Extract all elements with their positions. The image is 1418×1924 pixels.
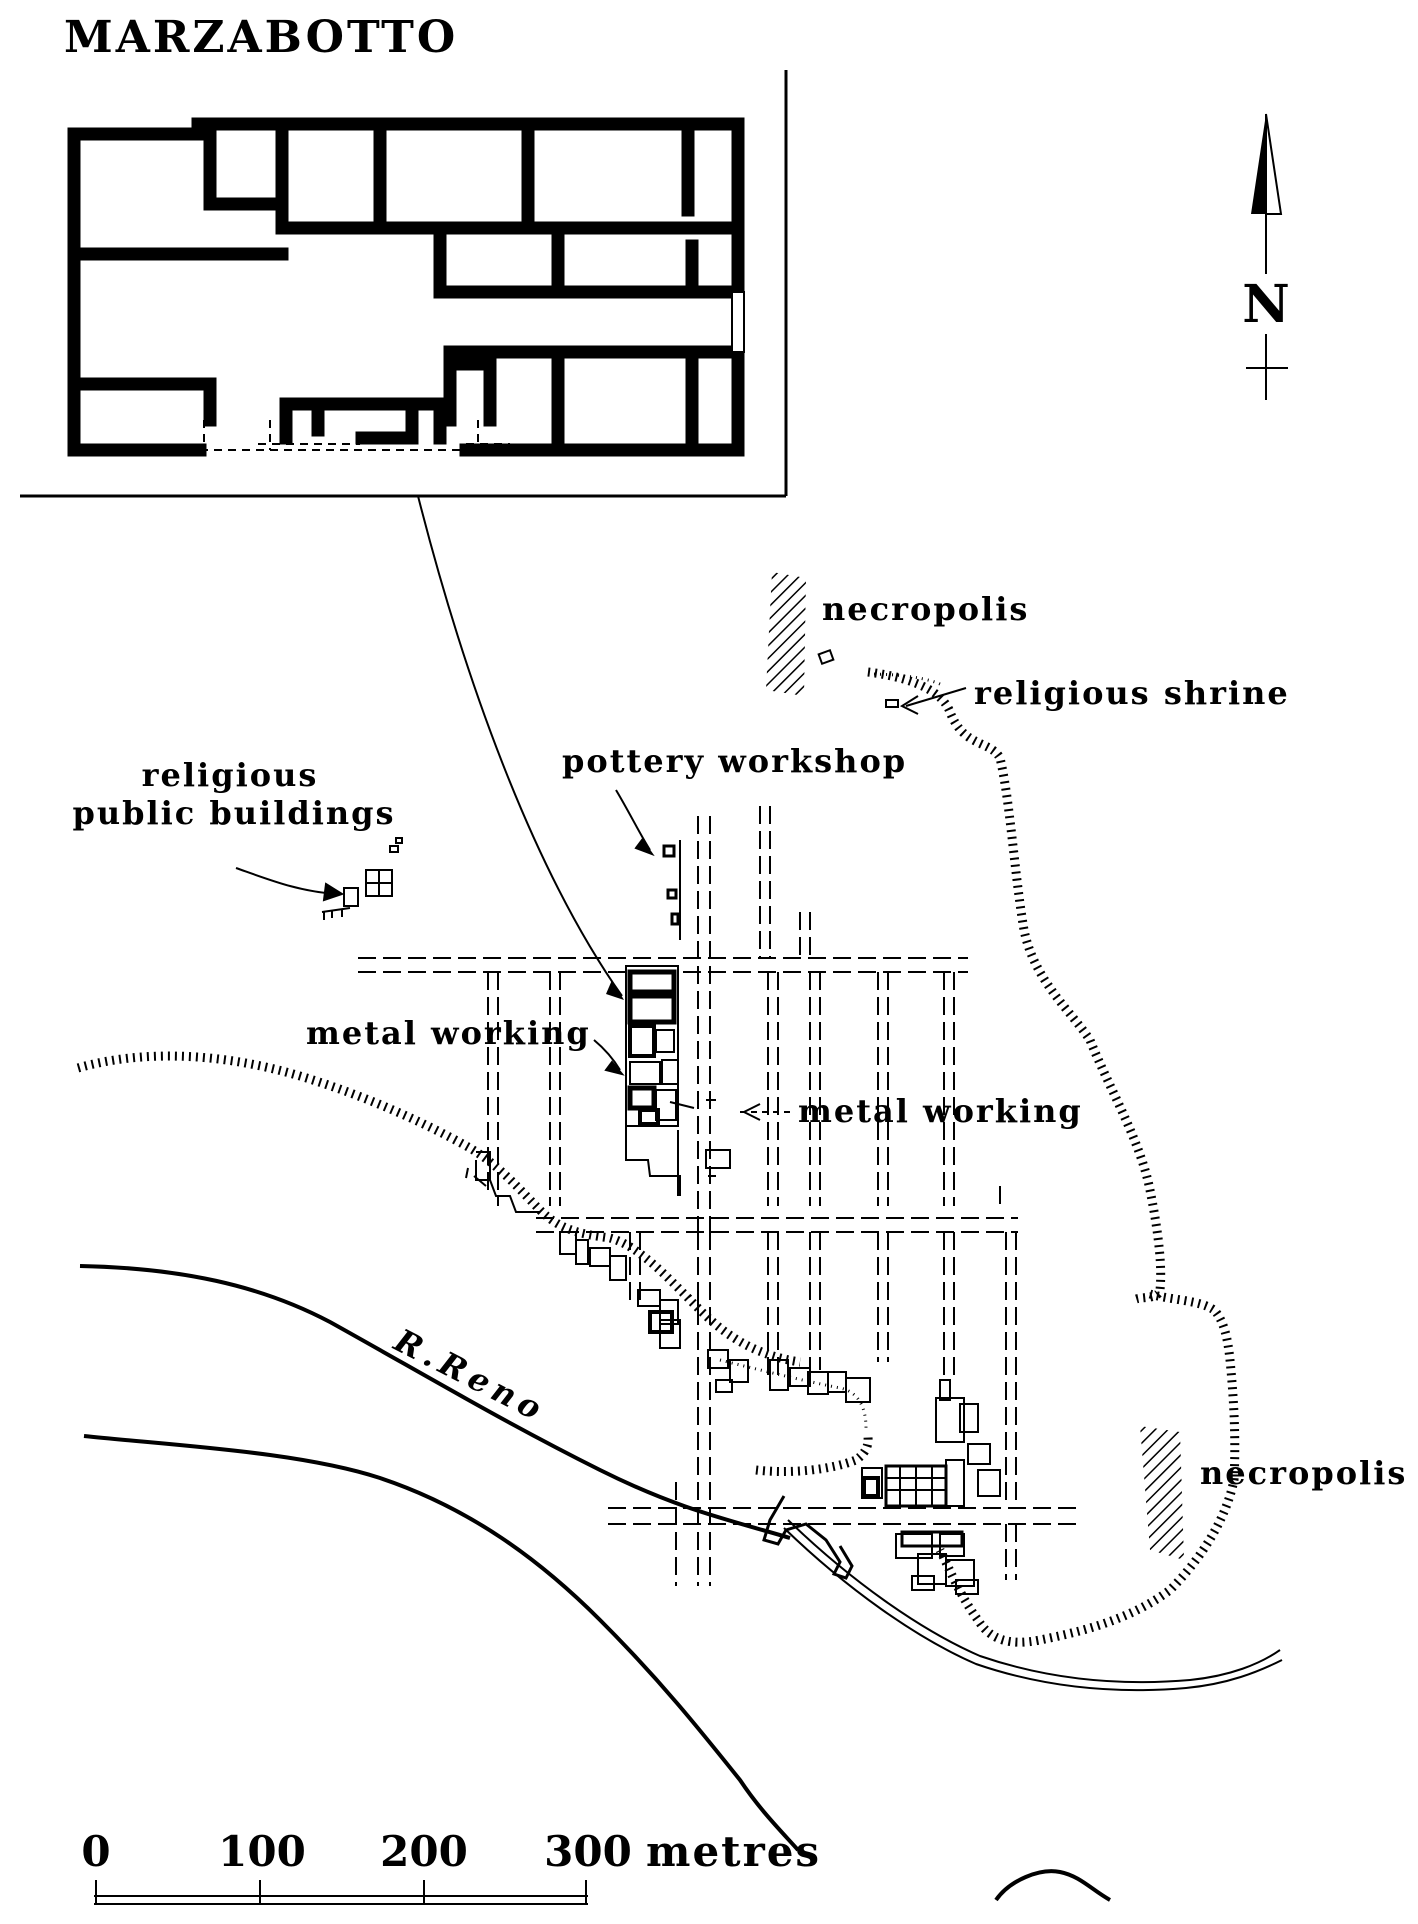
inset-leader-arrow [606, 980, 624, 1000]
southeast-cluster [861, 1379, 1001, 1595]
scale-tick-300: 300 [544, 1827, 632, 1876]
scale-tick-200: 200 [380, 1827, 468, 1876]
shrine-leader [905, 687, 967, 707]
label-necropolis-south: necropolis [1200, 1454, 1407, 1492]
southeastern-escarpment [935, 1289, 1240, 1647]
necropolis-south-area [1140, 1426, 1184, 1560]
eastern-escarpment [867, 667, 1166, 1305]
dotted-paths [719, 672, 945, 1429]
inset-doorway [731, 291, 745, 353]
inset-walls [67, 117, 745, 457]
scale-bar: 0 100 200 300 metres [81, 1827, 821, 1905]
map-title: MARZABOTTO [64, 12, 458, 63]
river-bank-north [79, 1264, 791, 1540]
label-leaders [235, 687, 967, 1121]
pottery-leader [615, 789, 651, 851]
western-escarpment [76, 1051, 801, 1367]
street-grid [358, 806, 1080, 1586]
southern-escarpment [755, 1435, 873, 1477]
inset-leader-line [417, 495, 623, 997]
inset-dashed-walls [200, 420, 510, 451]
label-metal-working-west: metal working [306, 1014, 591, 1052]
river-bank-south [83, 1434, 800, 1852]
scale-tick-0: 0 [81, 1827, 110, 1876]
label-religious-line2: public buildings [72, 794, 395, 832]
label-necropolis-north: necropolis [822, 590, 1029, 628]
north-arrow: N [1242, 113, 1290, 400]
north-label: N [1242, 274, 1290, 335]
label-metal-working-east: metal working [798, 1092, 1083, 1130]
metal-west-leader [593, 1039, 621, 1071]
necropolis-north-area [766, 572, 806, 696]
north-arrow-head-left [1251, 114, 1266, 214]
religious-buildings-block [321, 837, 403, 920]
religious-shrine-marker [885, 699, 899, 708]
escarpments [76, 667, 1240, 1647]
scale-tick-100: 100 [218, 1827, 306, 1876]
label-river-reno: R.Reno [387, 1321, 552, 1430]
label-religious-line1: religious [142, 756, 319, 794]
religious-buildings-leader [235, 867, 339, 895]
scale-unit: metres [646, 1827, 821, 1876]
label-religious-shrine: religious shrine [974, 674, 1290, 712]
necropolis-north-marker [817, 648, 835, 666]
label-pottery-workshop: pottery workshop [562, 742, 907, 780]
inset-building-plan [20, 70, 788, 498]
metal-working-block [625, 965, 681, 1196]
river-bank-fragment [994, 1869, 1111, 1902]
modern-road [762, 1495, 1283, 1692]
pottery-workshop-block [662, 840, 681, 940]
scarp-houses [465, 1099, 871, 1403]
north-arrow-head-right [1265, 113, 1283, 215]
